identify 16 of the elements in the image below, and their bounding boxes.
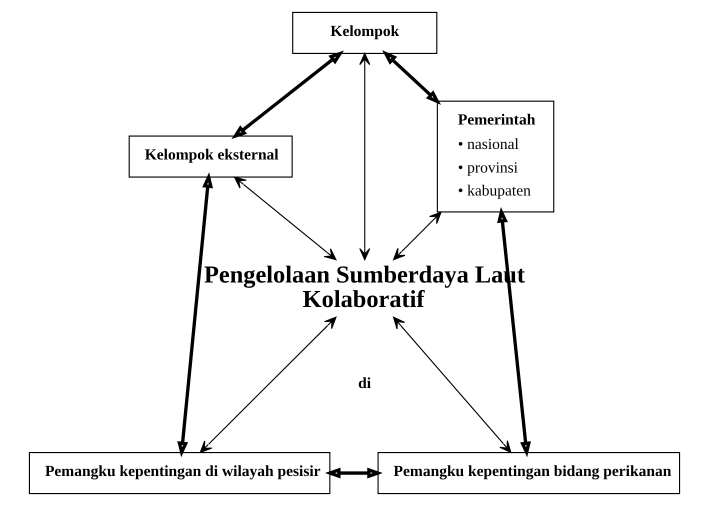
node-box: Pemangku kepentingan di wilayah pesisir	[28, 452, 330, 494]
arrow	[233, 176, 336, 260]
node-box: Pemangku kepentingan bidang perikanan	[377, 452, 680, 494]
node-box: Kelompok eksternal	[128, 136, 292, 178]
arrow	[199, 316, 336, 453]
arrow	[496, 207, 530, 458]
node-box: Pemerintah • nasional • provinsi • kabupaten	[436, 100, 554, 213]
arrow	[358, 52, 370, 260]
node-box: Kelompok	[292, 12, 437, 54]
label: di	[358, 374, 371, 392]
arrow	[176, 172, 213, 458]
arrow	[392, 316, 511, 453]
arrow	[324, 468, 382, 478]
arrow	[382, 50, 441, 105]
arrow	[392, 212, 442, 260]
arrow	[230, 50, 344, 140]
